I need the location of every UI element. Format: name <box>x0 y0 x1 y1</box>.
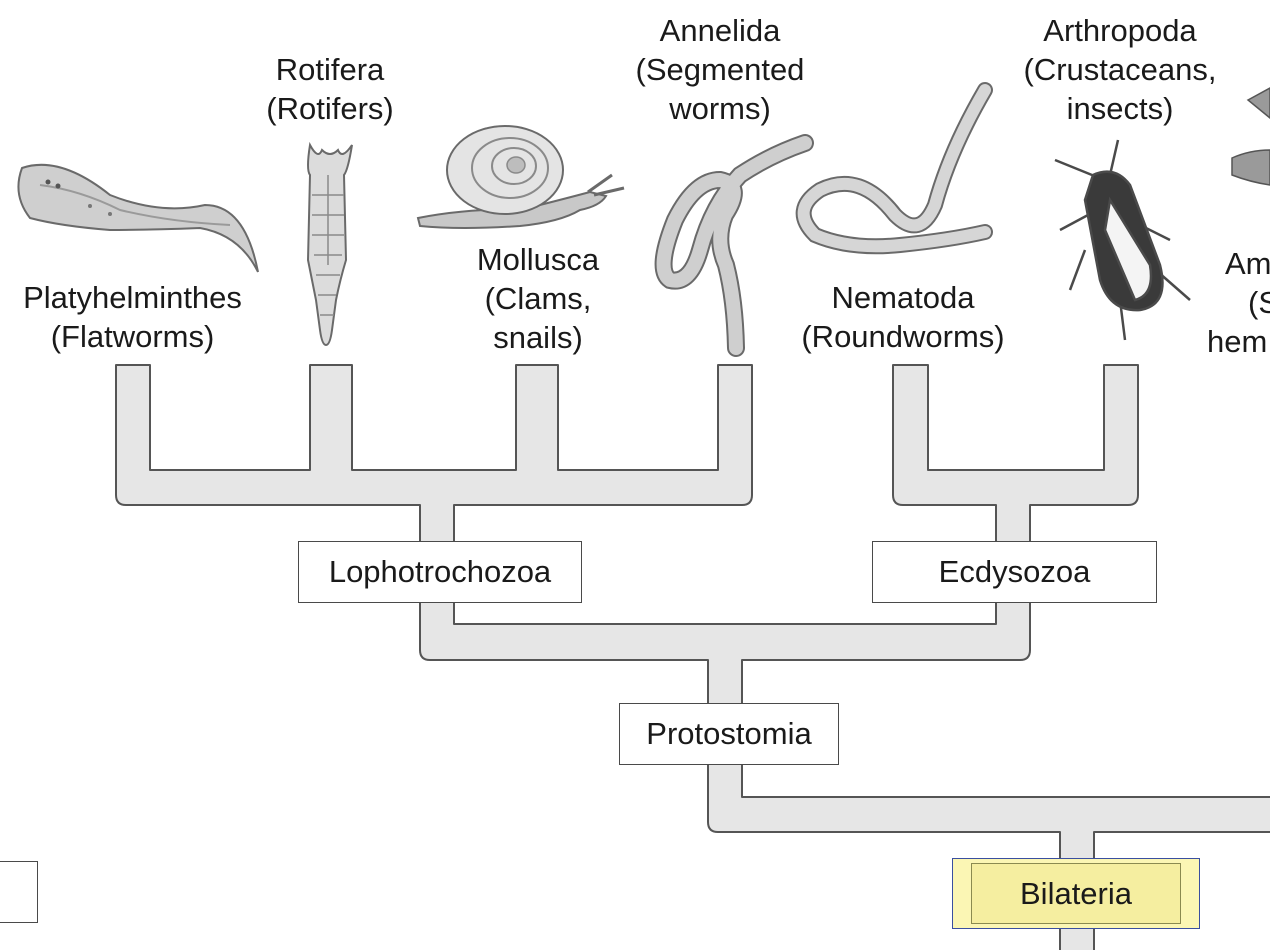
rotifer-icon <box>306 141 353 347</box>
roundworm-icon <box>795 82 993 255</box>
taxon-common-name: snails) <box>493 320 583 355</box>
snail-icon <box>416 125 625 229</box>
taxon-name: Arthropoda <box>1043 13 1197 48</box>
taxon-label-annelida: Annelida (Segmented worms) <box>605 11 835 128</box>
clade-box-cutoff[interactable] <box>0 861 38 923</box>
clade-box-lophotrochozoa[interactable]: Lophotrochozoa <box>298 541 582 603</box>
taxon-name: Nematoda <box>831 280 975 315</box>
taxon-common-name: (Rotifers) <box>266 91 394 126</box>
taxon-label-platyhelminthes: Platyhelminthes (Flatworms) <box>0 278 265 356</box>
taxon-common-name: insects) <box>1066 91 1174 126</box>
taxon-label-mollusca: Mollusca (Clams, snails) <box>448 240 628 357</box>
taxon-label-cutoff: Am (S hem <box>1205 244 1270 361</box>
partial-animal-icon <box>1231 87 1270 186</box>
flatworm-icon <box>17 163 259 273</box>
taxon-name: Rotifera <box>275 52 385 87</box>
branch-protostomia <box>419 599 1031 706</box>
highlight-inner-frame <box>971 863 1181 924</box>
branch-bilateria <box>707 761 1270 950</box>
clade-label: Protostomia <box>646 716 812 751</box>
taxon-name: Mollusca <box>476 242 600 277</box>
taxon-name: Annelida <box>659 13 781 48</box>
taxon-label-nematoda: Nematoda (Roundworms) <box>778 278 1028 356</box>
clade-box-ecdysozoa[interactable]: Ecdysozoa <box>872 541 1157 603</box>
branch-ecdysozoa <box>892 364 1139 546</box>
taxon-name: Am <box>1225 246 1270 281</box>
taxon-common-name: (Clams, <box>484 281 592 316</box>
clade-label: Lophotrochozoa <box>328 554 552 589</box>
taxon-common-name: worms) <box>669 91 771 126</box>
clade-label: Bilateria <box>1020 875 1132 911</box>
clade-label: Ecdysozoa <box>938 554 1091 589</box>
taxon-label-arthropoda: Arthropoda (Crustaceans, insects) <box>1000 11 1240 128</box>
taxon-common-name: (S <box>1248 285 1270 320</box>
taxon-name: Platyhelminthes <box>23 280 242 315</box>
taxon-common-name: (Flatworms) <box>50 319 215 354</box>
branch-lophotrochozoa <box>115 364 753 546</box>
taxon-common-name: (Roundworms) <box>801 319 1005 354</box>
earthworm-icon <box>654 134 814 357</box>
clade-box-bilateria[interactable]: Bilateria <box>952 858 1200 929</box>
taxon-common-name: hem <box>1207 324 1268 359</box>
insect-icon <box>1054 139 1191 341</box>
clade-box-protostomia[interactable]: Protostomia <box>619 703 839 765</box>
taxon-label-rotifera: Rotifera (Rotifers) <box>240 50 420 128</box>
taxon-common-name: (Segmented <box>635 52 805 87</box>
taxon-common-name: (Crustaceans, <box>1023 52 1217 87</box>
